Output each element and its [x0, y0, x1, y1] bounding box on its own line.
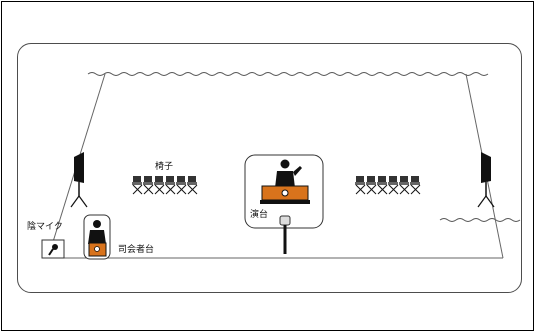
mc-person-icon [88, 220, 106, 244]
speaker-at-podium-icon [275, 159, 302, 188]
side-mic-label: 陰マイク [27, 222, 63, 232]
side-curtain-right [439, 218, 521, 222]
mc-stand-label: 司会者台 [118, 245, 155, 255]
stand-microphone-icon [279, 215, 291, 254]
podium-label: 演台 [250, 210, 269, 220]
chair-row-right-icon [354, 175, 421, 195]
back-curtain [87, 72, 489, 76]
handheld-microphone-icon [48, 244, 58, 256]
speaker-left-icon [70, 152, 88, 208]
speaker-right-icon [477, 152, 495, 208]
chair-row-left-icon [131, 175, 198, 195]
stage-area [17, 43, 522, 293]
chairs-label: 椅子 [155, 162, 174, 172]
